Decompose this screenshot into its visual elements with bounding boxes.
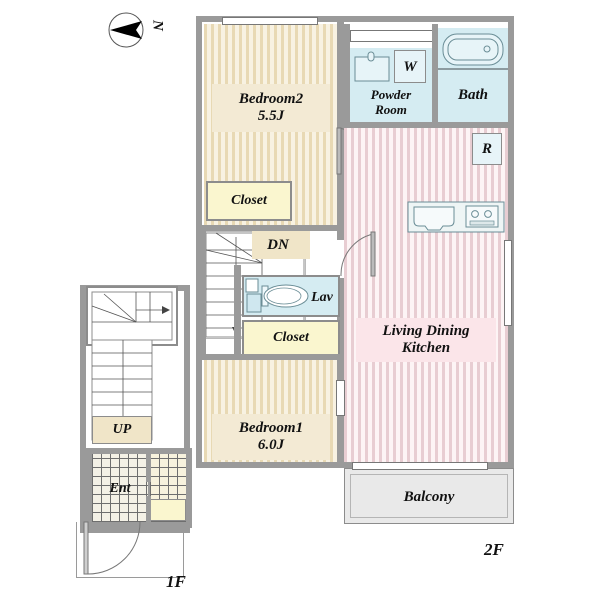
bath-label: Bath [457, 86, 488, 103]
door-bedroom1[interactable] [336, 380, 345, 416]
washer-label-box: W [394, 54, 426, 80]
bathtub [442, 33, 504, 66]
bedroom2-label: Bedroom2 [238, 91, 304, 108]
powder-room-label-box: Powder Room [350, 84, 432, 122]
bath-label-box: Bath [438, 82, 508, 108]
compass-label: N [149, 19, 166, 31]
washer-label: W [403, 58, 417, 75]
lavatory-label: Lav [311, 290, 333, 306]
dn-label-box: DN [256, 234, 300, 256]
bedroom1-label-box: Bedroom1 6.0J [212, 414, 330, 460]
closet-hall-label: Closet [273, 330, 309, 346]
closet-hall-label-box: Closet [242, 328, 340, 348]
balcony-inner [350, 474, 508, 518]
entrance-porch [76, 522, 184, 578]
stair-treads-1f-top [91, 291, 173, 341]
wall-bath-mid [438, 68, 508, 70]
closet-bedroom2-label: Closet [231, 193, 267, 209]
bedroom2-area: 5.5J [257, 108, 285, 124]
bedroom1-area: 6.0J [257, 437, 285, 453]
balcony-sliding-door[interactable] [352, 462, 488, 470]
stair-landing-up [92, 416, 152, 444]
balcony-label-box: Balcony [350, 486, 508, 508]
powder-room-label-line2: Room [375, 102, 407, 117]
window-ldk-east [504, 240, 512, 326]
washer-box [394, 50, 426, 83]
wall-stair-east [234, 265, 241, 355]
toilet-fixture [245, 278, 309, 313]
sink-powder-room [354, 51, 390, 82]
compass: N [106, 8, 176, 52]
entrance-tile[interactable] [92, 454, 148, 522]
wall-powderroom-south [344, 122, 508, 128]
closet-bedroom2[interactable] [206, 181, 292, 221]
wall-powderroom-west [344, 24, 350, 128]
ldk-label-box: Living Dining Kitchen [356, 318, 496, 362]
room-living-dining-kitchen[interactable] [344, 128, 508, 462]
powder-room-label-line1: Powder [370, 87, 412, 103]
first-floor-label: 1F [166, 572, 186, 591]
kitchen-counter [407, 201, 505, 233]
wall-bedroom2-south [202, 225, 344, 231]
wall-bath-west [432, 24, 438, 124]
wall-bedroom2-east [337, 18, 344, 229]
balcony-label: Balcony [403, 488, 455, 505]
ldk-label-line2: Kitchen [401, 340, 451, 356]
ldk-label-line1: Living Dining [382, 323, 470, 340]
wall-ldk-west-lower [337, 278, 344, 462]
compass-north-arrow [108, 12, 144, 48]
refrigerator-label-box: R [472, 137, 502, 161]
second-floor-label: 2F [484, 540, 504, 559]
wall-hall-bedroom1 [202, 354, 344, 360]
window-bedroom2-north [222, 17, 318, 25]
bedroom2-label-box: Bedroom2 5.5J [212, 84, 330, 132]
door-hall-ldk[interactable] [337, 231, 377, 278]
wall-stair-west [202, 231, 206, 359]
stair-landing-dn [252, 231, 310, 259]
dn-label: DN [267, 236, 289, 253]
wall-entrance-divider [146, 454, 151, 482]
shoe-box [150, 499, 186, 521]
refrigerator-label: R [481, 140, 492, 157]
wall-ldk-west-mid [337, 228, 344, 240]
entrance-door[interactable] [83, 521, 164, 578]
closet-bedroom2-label-box: Closet [206, 191, 292, 211]
lavatory-label-box: Lav [300, 288, 344, 308]
entrance-label-box: Ent [92, 478, 148, 500]
up-label-box: UP [92, 420, 152, 440]
refrigerator-box [472, 133, 502, 165]
wall-entrance-divider2 [146, 496, 151, 524]
up-label: UP [112, 422, 132, 438]
entrance-label: Ent [109, 481, 131, 497]
bedroom1-label: Bedroom1 [238, 420, 304, 437]
